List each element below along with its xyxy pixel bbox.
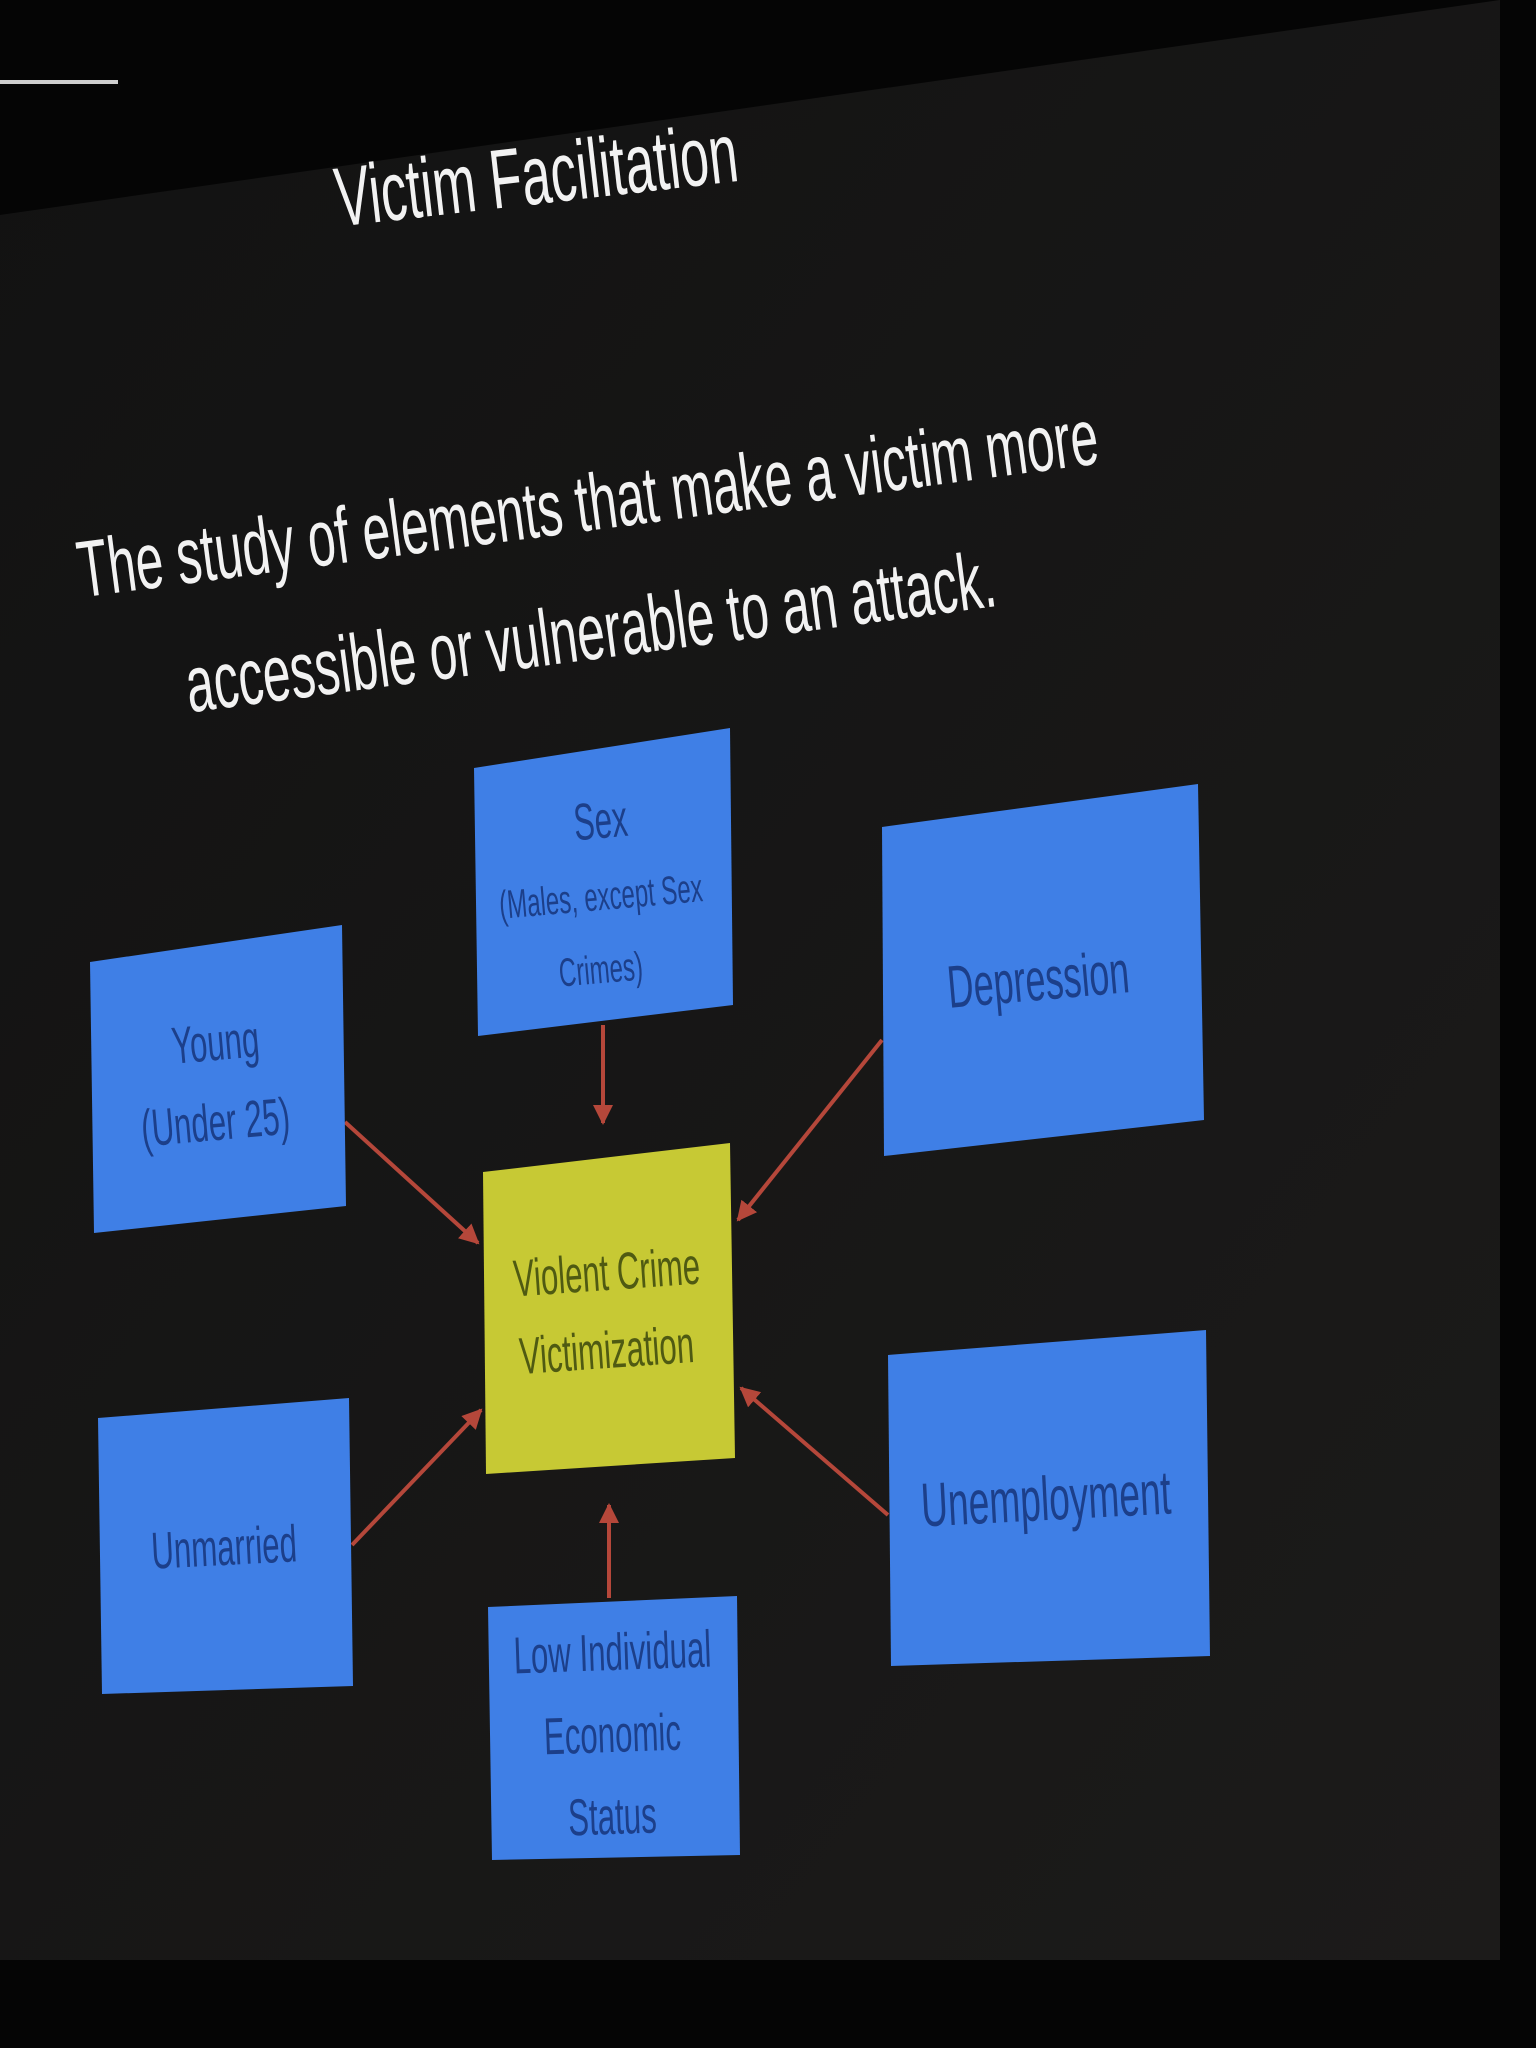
node-depression: Depression xyxy=(882,784,1204,1156)
arrow-unmarried xyxy=(350,1408,483,1547)
node-economic-line3: Status xyxy=(567,1786,657,1847)
center-node-line1: Violent Crime xyxy=(512,1238,702,1309)
node-sex: Sex (Males, except Sex Crimes) xyxy=(474,728,733,1036)
node-young: Young (Under 25) xyxy=(90,925,346,1233)
arrow-unemployment xyxy=(739,1386,890,1517)
arrow-depression xyxy=(736,1038,884,1222)
center-node[interactable]: Violent Crime Victimization xyxy=(483,1143,735,1474)
center-node-box xyxy=(483,1143,735,1474)
node-young-line2: (Under 25) xyxy=(139,1088,293,1159)
node-young-box xyxy=(90,925,346,1233)
node-unmarried: Unmarried xyxy=(98,1398,353,1694)
node-unmarried-line1: Unmarried xyxy=(150,1515,298,1581)
node-unemployment-box xyxy=(888,1330,1210,1666)
node-unmarried-box xyxy=(98,1398,353,1694)
node-economic-box xyxy=(488,1596,740,1860)
node-unemployment-line1: Unemployment xyxy=(919,1458,1172,1540)
center-node-line2: Victimization xyxy=(518,1316,696,1386)
node-sex-box xyxy=(474,728,733,1036)
node-economic-line1: Low Individual xyxy=(513,1620,713,1685)
node-economic-line2: Economic xyxy=(543,1704,682,1767)
node-sex-line1: Sex xyxy=(571,790,630,853)
screen-edge-line xyxy=(0,80,118,84)
node-economic: Low Individual Economic Status xyxy=(488,1596,740,1860)
node-unemployment: Unemployment xyxy=(888,1330,1210,1666)
arrow-young xyxy=(343,1120,480,1245)
node-depression-box xyxy=(882,784,1204,1156)
node-young-line1: Young xyxy=(169,1010,261,1076)
node-depression-line1: Depression xyxy=(945,939,1132,1021)
diagram-arrows xyxy=(343,1025,890,1598)
node-sex-line3: Crimes) xyxy=(557,943,645,995)
